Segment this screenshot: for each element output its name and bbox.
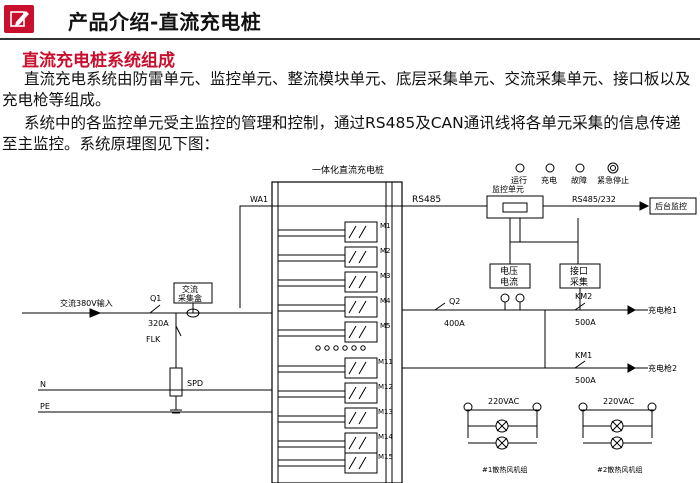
indicator-emergency-stop: 紧急停止 — [597, 175, 629, 185]
ac-input-label: 交流380V输入 — [60, 298, 113, 308]
flk-label: FLK — [146, 335, 161, 344]
interface-sampling-label-line2: 采集 — [570, 276, 588, 288]
indicator-fault: 故障 — [571, 175, 587, 185]
spd-label: SPD — [187, 379, 203, 388]
fan1-voltage-label: 220VAC — [488, 397, 520, 406]
module-label-m13: M13 — [378, 408, 393, 416]
km2-rating-label: 500A — [575, 318, 596, 327]
module-label-m1: M1 — [380, 222, 391, 230]
voltage-current-label-line2: 电流 — [500, 276, 518, 288]
rs485-232-label: RS485/232 — [572, 195, 616, 204]
km1-rating-label: 500A — [575, 376, 596, 385]
module-label-m4: M4 — [380, 297, 391, 305]
cabinet-title: 一体化直流充电桩 — [312, 164, 384, 176]
fan-group-1-label: #1散热风机组 — [482, 465, 527, 474]
km2-label: KM2 — [575, 292, 592, 301]
q1-label: Q1 — [150, 294, 161, 303]
section-title: 直流充电桩系统组成 — [22, 51, 175, 71]
module-label-m11: M11 — [378, 358, 393, 366]
q2-rating-label: 400A — [444, 319, 465, 328]
ac-sampling-label-line2: 采集盒 — [178, 293, 202, 303]
module-label-m14: M14 — [378, 433, 393, 441]
module-label-m3: M3 — [380, 272, 391, 280]
module-label-m5: M5 — [380, 322, 391, 330]
q1-rating-label: 320A — [148, 319, 169, 328]
module-label-m15: M15 — [378, 453, 393, 461]
module-label-m2: M2 — [380, 247, 391, 255]
monitor-unit-label: 监控单元 — [492, 184, 524, 194]
voltage-current-label-line1: 电压 — [500, 265, 518, 277]
fan-group-2-label: #2散热风机组 — [597, 465, 642, 474]
interface-sampling-label-line1: 接口 — [570, 265, 588, 277]
indicator-charging: 充电 — [541, 175, 557, 185]
backend-monitor-label: 后台监控 — [655, 201, 687, 211]
system-schematic: 一体化直流充电桩 运行 充电 故障 紧急停止 WA1 RS485 监控单元 RS… — [22, 162, 697, 483]
header-divider — [0, 38, 700, 40]
paragraph-composition: 直流充电系统由防雷单元、监控单元、整流模块单元、底层采集单元、交流采集单元、接口… — [2, 70, 691, 109]
km1-label: KM1 — [575, 351, 592, 360]
slide-header: 产品介绍-直流充电桩 — [0, 0, 700, 40]
gun1-label: 充电枪1 — [648, 305, 677, 315]
page-title: 产品介绍-直流充电桩 — [68, 10, 262, 34]
pe-line-label: PE — [40, 402, 50, 411]
q2-label: Q2 — [449, 297, 460, 306]
edit-icon — [4, 5, 34, 33]
module-label-m12: M12 — [378, 383, 393, 391]
ac-sampling-label-line1: 交流 — [182, 284, 198, 294]
wa1-label: WA1 — [250, 195, 268, 204]
n-line-label: N — [40, 380, 46, 389]
indicator-running: 运行 — [511, 175, 527, 185]
rs485-label: RS485 — [412, 195, 441, 205]
gun2-label: 充电枪2 — [648, 363, 677, 373]
paragraph-monitoring: 系统中的各监控单元受主监控的管理和控制，通过RS485及CAN通讯线将各单元采集… — [2, 114, 681, 153]
fan2-voltage-label: 220VAC — [603, 397, 635, 406]
